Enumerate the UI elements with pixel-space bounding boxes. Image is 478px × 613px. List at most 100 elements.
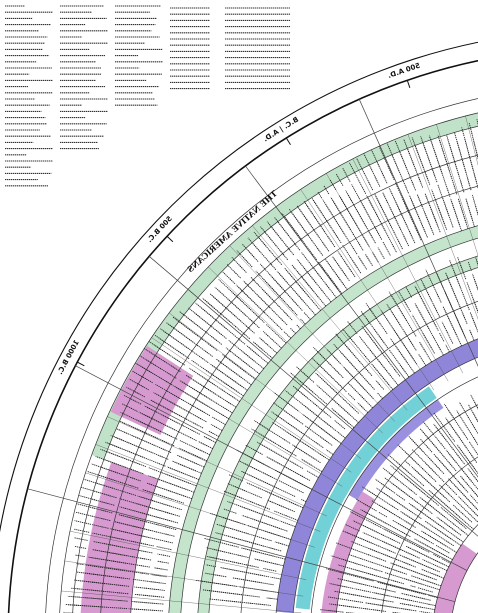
text-line (285, 390, 294, 398)
text-line (148, 341, 165, 353)
text-line (274, 433, 286, 441)
text-line (441, 434, 454, 451)
text-line (414, 144, 422, 163)
text-line (435, 564, 448, 572)
text-line (128, 378, 144, 388)
text-line (202, 297, 210, 304)
text-line (217, 378, 234, 390)
text-line (258, 487, 271, 494)
text-line (157, 478, 172, 485)
text-line (402, 491, 419, 504)
text-line (357, 402, 364, 409)
text-line (220, 567, 228, 570)
text-line (123, 431, 139, 439)
text-line (250, 276, 256, 282)
text-line (327, 609, 344, 613)
text-line (420, 136, 426, 149)
text-line (75, 511, 93, 517)
text-line (270, 338, 282, 349)
text-line (311, 277, 324, 293)
text-line (467, 468, 473, 474)
text-line (378, 504, 396, 516)
text-line (422, 476, 437, 491)
text-line (374, 356, 388, 372)
text-line (212, 416, 221, 423)
text-line (315, 442, 324, 449)
text-line (395, 182, 400, 192)
text-line (469, 507, 478, 517)
text-line (91, 549, 98, 552)
text-line (76, 563, 84, 566)
text-line (378, 360, 392, 377)
text-line (392, 212, 402, 230)
text-line (134, 593, 141, 596)
text-line (161, 414, 179, 424)
text-line (320, 288, 332, 303)
text-line (114, 553, 134, 558)
text-line (245, 540, 264, 547)
text-line (326, 349, 337, 360)
text-line (206, 547, 226, 553)
text-line (74, 537, 88, 541)
text-line (300, 458, 307, 463)
text-line (132, 399, 142, 405)
text-line (445, 504, 461, 518)
text-line (364, 366, 373, 377)
text-line (360, 311, 371, 324)
spoke-line (151, 337, 352, 473)
band-inner-green (197, 256, 478, 613)
text-line (371, 363, 378, 372)
text-line (95, 456, 110, 462)
text-line (408, 435, 420, 448)
text-line (209, 363, 219, 370)
text-line (195, 390, 213, 401)
text-line (464, 168, 470, 185)
text-line (417, 214, 426, 233)
spoke-line (70, 531, 307, 580)
text-line (319, 365, 334, 380)
text-line (131, 601, 140, 603)
text-line (210, 512, 229, 520)
text-line (410, 585, 416, 588)
text-line (404, 578, 423, 585)
text-line (418, 353, 424, 361)
text-line (444, 482, 458, 496)
text-line (377, 162, 385, 178)
text-line (335, 401, 350, 415)
text-line (158, 421, 176, 431)
text-line (166, 497, 185, 504)
text-line (316, 374, 325, 381)
text-line (310, 263, 319, 275)
text-line (416, 149, 424, 169)
text-line (385, 542, 404, 552)
text-line (157, 560, 163, 563)
text-line (260, 226, 273, 242)
text-line (170, 483, 189, 491)
text-line (148, 475, 155, 479)
text-line (469, 494, 477, 502)
text-line (419, 438, 429, 448)
text-line (375, 478, 391, 491)
ring-lines (0, 41, 478, 613)
text-line (397, 487, 414, 500)
text-line (422, 359, 427, 366)
text-line (228, 358, 242, 369)
text-line (432, 214, 441, 233)
text-line (365, 546, 378, 553)
text-line (287, 422, 304, 435)
text-line (144, 405, 152, 411)
text-line (273, 392, 289, 404)
text-line (418, 601, 430, 605)
text-line (228, 288, 239, 299)
text-line (402, 343, 414, 360)
text-line (266, 456, 274, 461)
text-line (255, 511, 274, 519)
text-line (464, 138, 468, 148)
text-line (397, 444, 411, 457)
text-line (185, 374, 191, 379)
text-line (271, 421, 280, 428)
text-line (379, 604, 399, 609)
text-line (255, 270, 261, 277)
text-line (125, 531, 144, 537)
text-line (278, 480, 288, 486)
